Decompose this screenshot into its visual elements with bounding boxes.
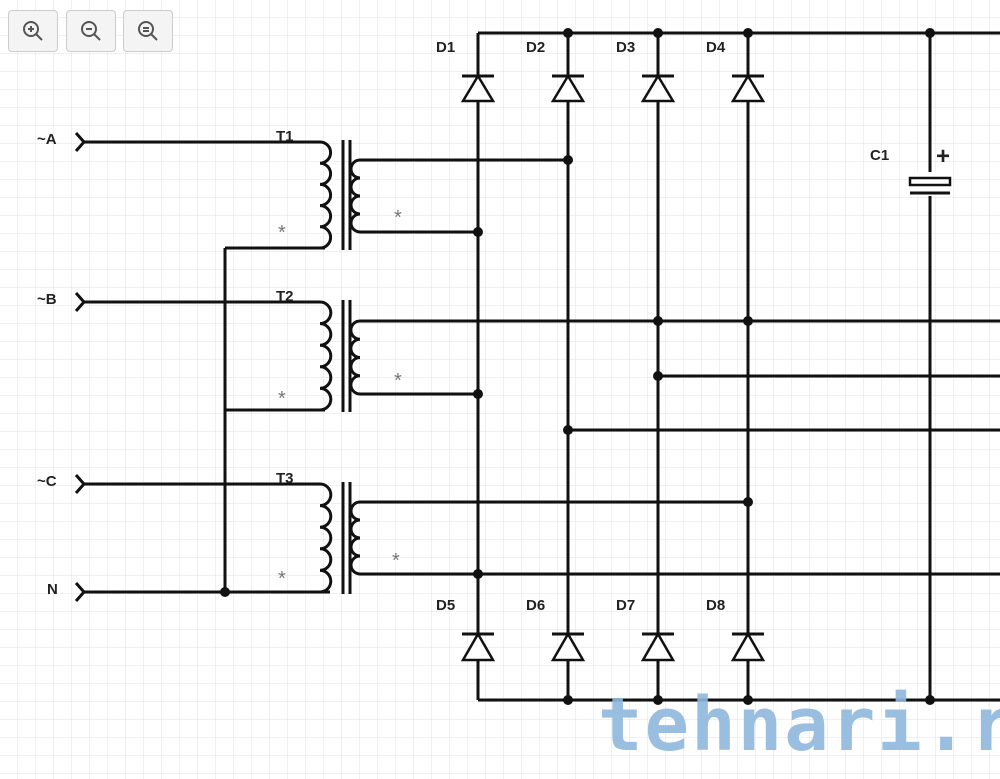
junction-dot <box>563 425 573 435</box>
diode-label-d5: D5 <box>436 597 456 614</box>
diode-label-d8: D8 <box>706 597 726 614</box>
transformer-core <box>341 300 352 412</box>
junction-dot <box>473 569 483 579</box>
diode-icon <box>640 73 676 103</box>
junction-dot <box>925 695 935 705</box>
secondary-winding <box>349 500 361 576</box>
transformer-core <box>341 140 352 250</box>
wire <box>74 582 330 602</box>
diode-icon <box>460 631 496 662</box>
wires <box>74 31 1000 702</box>
diode-icon <box>550 631 586 662</box>
zoom-reset-button[interactable] <box>123 10 173 52</box>
primary-winding <box>319 140 333 250</box>
diode-label-d7: D7 <box>616 597 636 614</box>
diode-icon <box>550 73 586 103</box>
input-label-c: ~C <box>37 473 57 490</box>
junction-dot <box>563 28 573 38</box>
diode-icon <box>460 73 496 103</box>
transformer-label-t2: T2 <box>276 288 294 305</box>
input-label-n: N <box>47 581 58 598</box>
junction-dot <box>653 371 663 381</box>
diode-icon <box>640 631 676 662</box>
transformer-label-t3: T3 <box>276 470 294 487</box>
polarity-marker: * <box>278 388 286 410</box>
junction-dot <box>743 316 753 326</box>
secondary-winding <box>349 158 361 234</box>
junction-dot <box>743 695 753 705</box>
capacitor-label: C1 <box>870 147 890 164</box>
wire <box>74 474 320 494</box>
components <box>460 73 952 662</box>
diode-label-d1: D1 <box>436 39 456 56</box>
watermark: tehnari.ru <box>598 682 1000 768</box>
diode-icon <box>730 73 766 103</box>
junction-dot <box>653 695 663 705</box>
diode-label-d6: D6 <box>526 597 546 614</box>
zoom-out-button[interactable] <box>66 10 116 52</box>
diode-label-d4: D4 <box>706 39 726 56</box>
wire <box>74 292 320 312</box>
input-label-a: ~A <box>37 131 57 148</box>
transformer-label-t1: T1 <box>276 128 294 145</box>
junction-dot <box>473 389 483 399</box>
junction-dot <box>563 155 573 165</box>
junction-dot <box>563 695 573 705</box>
input-label-b: ~B <box>37 291 57 308</box>
secondary-winding <box>349 319 361 396</box>
junction-dot <box>743 497 753 507</box>
wire <box>74 132 320 152</box>
junction-dot <box>743 28 753 38</box>
polarity-marker: * <box>278 568 286 590</box>
transformer-core <box>341 482 352 594</box>
diode-label-d3: D3 <box>616 39 636 56</box>
zoom-reset-icon <box>138 21 158 41</box>
junction-dot <box>473 227 483 237</box>
junction-dot <box>925 28 935 38</box>
junction-dot <box>653 28 663 38</box>
diode-icon <box>730 631 766 662</box>
zoom-in-icon <box>23 21 43 41</box>
zoom-out-icon <box>81 21 101 41</box>
zoom-in-button[interactable] <box>8 10 58 52</box>
primary-winding <box>319 300 333 412</box>
capacitor-plus-sign: + <box>936 143 951 170</box>
polarity-marker: * <box>392 550 400 572</box>
junctions <box>220 28 935 705</box>
polarity-marker: * <box>278 222 286 244</box>
junction-dot <box>653 316 663 326</box>
junction-dot <box>220 587 230 597</box>
polarity-marker: * <box>394 207 402 229</box>
diode-label-d2: D2 <box>526 39 546 56</box>
capacitor-plate-positive <box>908 176 952 187</box>
polarity-marker: * <box>394 370 402 392</box>
primary-winding <box>319 482 333 594</box>
